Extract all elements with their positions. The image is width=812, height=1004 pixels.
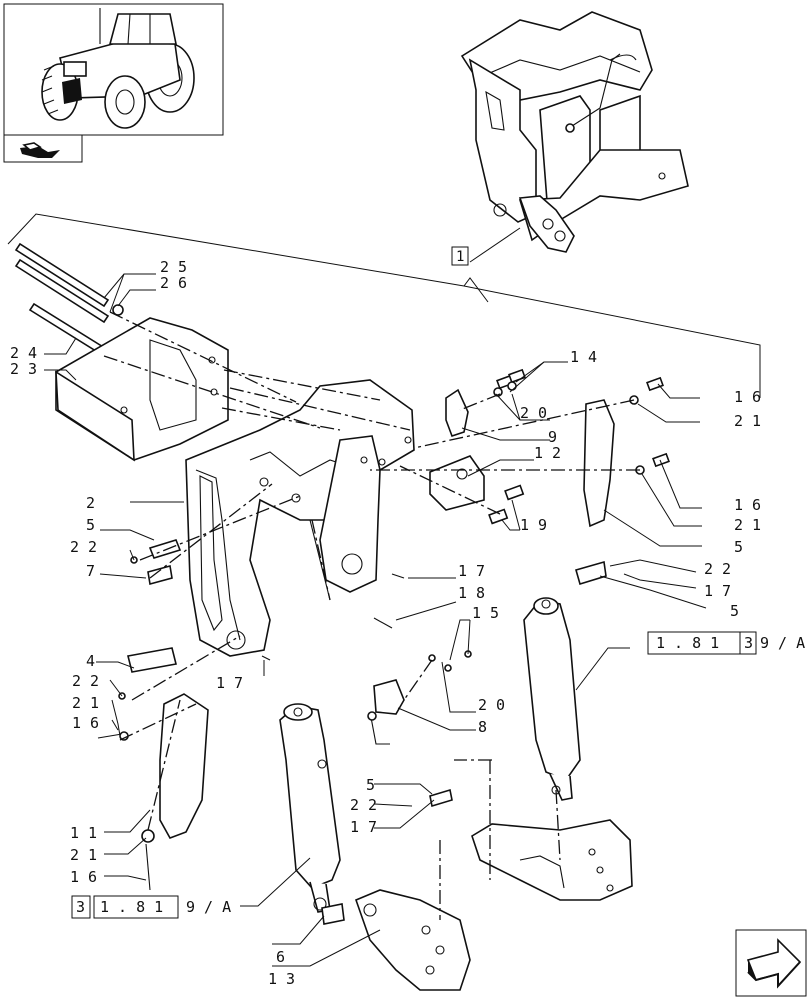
callout-17c: 1 7: [216, 674, 243, 692]
callout-4: 4: [86, 652, 95, 670]
callout-17d: 1 7: [350, 818, 377, 836]
cross-ref-left-suffix: 9 / A: [186, 898, 231, 916]
cover-plate: [445, 368, 526, 438]
left-hydraulic-cylinder: [279, 703, 341, 913]
main-frame: [185, 379, 415, 657]
callout-22b: 2 2: [704, 560, 731, 578]
callout-21b: 2 1: [734, 516, 761, 534]
mounting-bracket: [429, 455, 525, 525]
cross-ref-left[interactable]: 3 1 . 8 1 9 / A: [71, 895, 231, 919]
callout-16b: 1 6: [734, 496, 761, 514]
callout-16c: 1 6: [72, 714, 99, 732]
callout-23: 2 3: [10, 360, 37, 378]
right-hydraulic-cylinder: [523, 560, 607, 801]
callout-21c: 2 1: [72, 694, 99, 712]
tractor-thumbnail: [41, 8, 195, 129]
cross-ref-right-suffix: 9 / A: [760, 634, 805, 652]
callout-8: 8: [478, 718, 487, 736]
callout-17a: 1 7: [458, 562, 485, 580]
lower-pivot-arm: [429, 788, 633, 901]
right-guard-plate: [583, 376, 670, 528]
callout-5d: 5: [366, 776, 375, 794]
callout-5a: 5: [734, 538, 743, 556]
callout-6: 6: [276, 948, 285, 966]
callout-20a: 2 0: [520, 404, 547, 422]
pins-middle: [261, 573, 405, 661]
callout-22c: 2 2: [72, 672, 99, 690]
cross-ref-left-pre: 3: [76, 898, 85, 916]
next-page-arrow-icon: [746, 938, 802, 989]
cross-ref-left-number: 1 . 8 1: [100, 898, 163, 916]
callout-26: 2 6: [160, 274, 187, 292]
callouts: 2 5 2 6 2 4 2 3 1 4 1 6 2 1 2 0 9 1 2 1 …: [10, 258, 761, 988]
callout-17b: 1 7: [704, 582, 731, 600]
callout-24: 2 4: [10, 344, 37, 362]
cross-ref-right-sub: 3: [744, 634, 753, 652]
cross-ref-right-number: 1 . 8 1: [656, 634, 719, 652]
callout-22d: 2 2: [350, 796, 377, 814]
callout-5b: 5: [86, 516, 95, 534]
position-sensor: [367, 650, 472, 745]
callout-15: 1 5: [472, 604, 499, 622]
callout-7: 7: [86, 562, 95, 580]
callout-16d: 1 6: [70, 868, 97, 886]
callout-9: 9: [548, 428, 557, 446]
assembly-reference: 1: [451, 227, 521, 266]
callout-25: 2 5: [160, 258, 187, 276]
tractor-thumbnail-frame: [3, 3, 224, 163]
callout-21a: 2 1: [734, 412, 761, 430]
lower-link-bracket: [321, 889, 471, 991]
callout-12: 1 2: [534, 444, 561, 462]
cross-ref-right[interactable]: 1 . 8 1 3 9 / A: [647, 631, 805, 655]
assembly-lines: [103, 311, 640, 920]
callout-5c: 5: [730, 602, 739, 620]
callout-14: 1 4: [570, 348, 597, 366]
assembly-reference-label: 1: [456, 249, 464, 265]
callout-2: 2: [86, 494, 95, 512]
callout-21d: 2 1: [70, 846, 97, 864]
weight-bracket: [55, 317, 229, 462]
leader-lines: [44, 273, 707, 967]
tie-rods: [14, 242, 124, 358]
callout-16a: 1 6: [734, 388, 761, 406]
callout-18: 1 8: [458, 584, 485, 602]
callout-11: 1 1: [70, 824, 97, 842]
callout-19: 1 9: [520, 516, 547, 534]
callout-13: 1 3: [268, 970, 295, 988]
assembly-overview: [460, 11, 689, 253]
callout-20b: 2 0: [478, 696, 505, 714]
callout-22a: 2 2: [70, 538, 97, 556]
nav-arrow-icon[interactable]: [20, 142, 60, 158]
next-page-arrow-button[interactable]: [735, 929, 807, 997]
